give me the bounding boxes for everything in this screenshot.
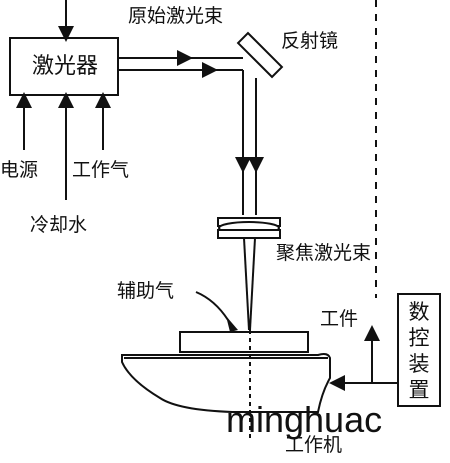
- original-beam-label: 原始激光束: [128, 5, 224, 27]
- laser-label: 激光器: [32, 54, 99, 79]
- workpiece-plate: [179, 331, 309, 353]
- focused-beam-right: [249, 237, 256, 331]
- nc-char: 数: [408, 300, 430, 324]
- power-label: 电源: [0, 159, 39, 181]
- nc-device-box: [397, 293, 441, 407]
- working-gas-label: 工作气: [72, 159, 130, 181]
- nc-char: 控: [408, 326, 430, 350]
- watermark-text: minghuac: [226, 399, 383, 440]
- workpiece-label: 工件: [320, 308, 359, 330]
- assist-gas-leader: [195, 291, 229, 321]
- nc-char: 装: [408, 352, 430, 376]
- machine-tool-label: 工作机: [285, 434, 343, 456]
- mirror: [236, 31, 284, 79]
- laser-box: [9, 37, 119, 96]
- mirror-label: 反射镜: [281, 30, 339, 52]
- machine-table: [121, 353, 331, 413]
- cooling-water-label: 冷却水: [30, 214, 88, 236]
- nc-char: 置: [408, 378, 430, 402]
- focused-beam-label: 聚焦激光束: [276, 242, 372, 264]
- assist-gas-label: 辅助气: [117, 280, 175, 302]
- focusing-lens: [217, 217, 281, 239]
- focused-beam-left: [243, 237, 250, 331]
- nc-device-label: 数 控 装 置: [407, 299, 431, 403]
